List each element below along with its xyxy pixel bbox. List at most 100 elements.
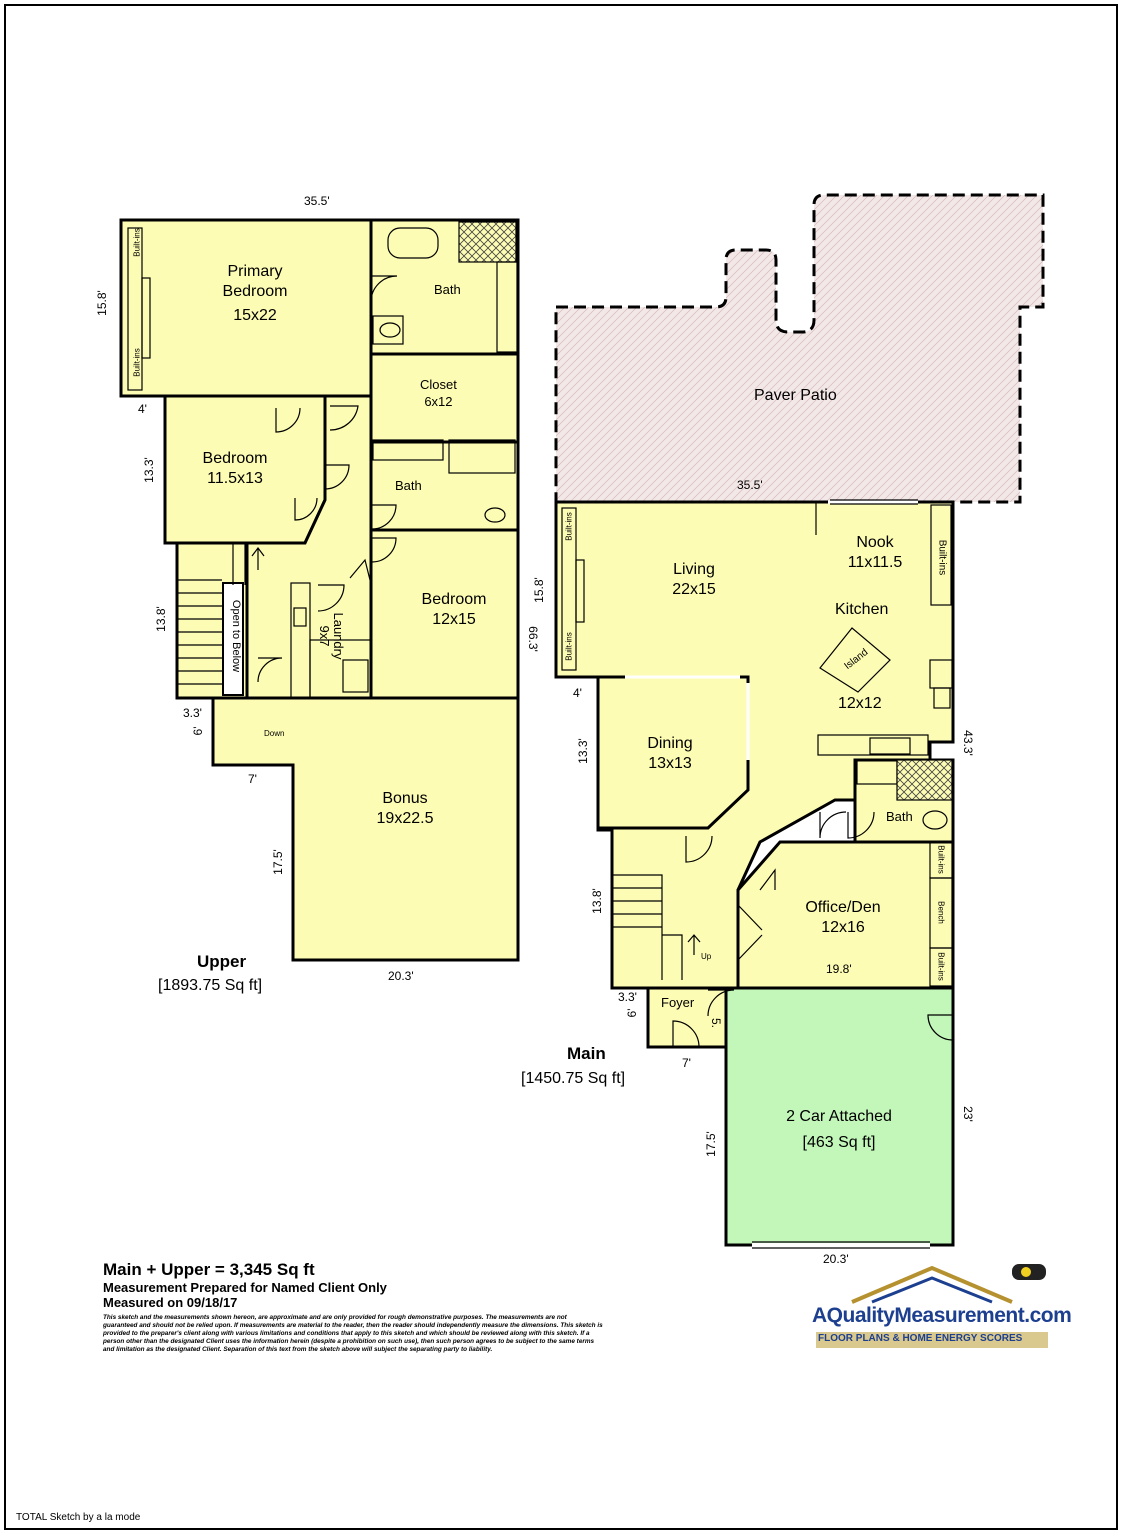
main-floor xyxy=(554,500,955,1049)
patio-shape xyxy=(554,193,1045,504)
upper-floor xyxy=(119,218,520,962)
main-dim-bottom: 20.3' xyxy=(823,1252,849,1266)
main-bench: Bench xyxy=(936,901,946,924)
upper-dim-right: 66.3' xyxy=(526,626,540,652)
main-builtins-c: Built-ins xyxy=(936,539,948,576)
main-dim-step4: 4' xyxy=(573,686,582,700)
patio-label: Paver Patio xyxy=(754,387,837,404)
tagline-bar xyxy=(816,1332,1048,1348)
laundry-label: Laundry 9x7 xyxy=(317,611,346,661)
foyer-shape xyxy=(646,986,728,1049)
bonus-shape xyxy=(211,696,520,962)
main-builtins-e: Built-ins xyxy=(936,952,946,981)
upper-dim-left-primary: 15.8' xyxy=(95,290,109,316)
main-dim-left-dining: 13.3' xyxy=(576,738,590,764)
kitchen-size: 12x12 xyxy=(838,695,882,712)
upper-dim-left-bonus: 17.5' xyxy=(271,849,285,875)
garage-area: [463 Sq ft] xyxy=(802,1134,876,1151)
garage-name: 2 Car Attached xyxy=(786,1108,892,1125)
laundry-size: 9x7 xyxy=(317,625,332,647)
kitchen-label: Kitchen xyxy=(835,601,889,618)
dining-label: Dining 13x13 xyxy=(620,734,720,774)
nook-size: 11x11.5 xyxy=(847,554,903,571)
main-dim-right: 43.3' xyxy=(961,730,975,756)
main-builtins-d: Built-ins xyxy=(936,845,946,874)
dining-size: 13x13 xyxy=(648,755,692,772)
bonus-label: Bonus 19x22.5 xyxy=(355,789,455,829)
living-size: 22x15 xyxy=(672,581,716,598)
company-logo: AQualityMeasurement.com FLOOR PLANS & HO… xyxy=(812,1262,1072,1362)
living-label: Living 22x15 xyxy=(644,560,744,600)
up-label: Up xyxy=(701,952,712,961)
office-label: Office/Den 12x16 xyxy=(793,898,893,938)
primary-bedroom-name: Primary xyxy=(227,263,283,280)
main-dim-left-living: 15.8' xyxy=(532,577,546,603)
main-dim-office-width: 19.8' xyxy=(826,962,852,976)
bedroom2-label: Bedroom 11.5x13 xyxy=(185,449,285,489)
bedroom3-label: Bedroom 12x15 xyxy=(404,590,504,630)
upper-dim-step7: 7' xyxy=(248,772,257,786)
closet-size: 6x12 xyxy=(424,394,453,409)
living-name: Living xyxy=(673,561,715,578)
nook-label: Nook 11x11.5 xyxy=(825,533,925,573)
house-roof-icon xyxy=(851,1264,1046,1304)
main-bath-label: Bath xyxy=(886,809,913,824)
upper-dim-bottom: 20.3' xyxy=(388,969,414,983)
footer-credit: TOTAL Sketch by a la mode xyxy=(16,1512,141,1523)
open-to-below-label: Open to Below xyxy=(230,599,242,673)
office-name: Office/Den xyxy=(805,899,881,916)
company-name: AQualityMeasurement.com xyxy=(812,1304,1072,1327)
page-border xyxy=(4,4,1118,1530)
main-dim-top: 35.5' xyxy=(737,478,763,492)
upper-dim-step33: 3.3' xyxy=(183,706,202,720)
main-area: [1450.75 Sq ft] xyxy=(521,1070,626,1087)
down-label: Down xyxy=(264,729,285,738)
main-dim-step7: 7' xyxy=(682,1056,691,1070)
laundry-name: Laundry xyxy=(331,612,346,660)
disclaimer: This sketch and the measurements shown h… xyxy=(103,1314,603,1353)
closet-name: Closet xyxy=(420,377,457,392)
upper-dim-left-stairs: 13.8' xyxy=(154,606,168,632)
upper-builtins-b: Built-ins xyxy=(132,348,142,377)
measured-date: Measured on 09/18/17 xyxy=(103,1295,238,1310)
main-dim-garage-left: 17.5' xyxy=(704,1131,718,1157)
upper-dim-step4: 4' xyxy=(138,402,147,416)
closet-label: Closet 6x12 xyxy=(420,376,457,410)
primary-bedroom-size: 15x22 xyxy=(233,307,277,324)
upper-bath2-label: Bath xyxy=(395,478,422,493)
main-dim-step5: 5. xyxy=(709,1017,723,1028)
bedroom2-size: 11.5x13 xyxy=(207,470,263,487)
primary-bedroom-name2: Bedroom xyxy=(222,283,288,300)
garage-shape xyxy=(724,986,955,1247)
main-dim-step33: 3.3' xyxy=(618,990,637,1004)
bedroom3-size: 12x15 xyxy=(432,611,476,628)
garage-label: 2 Car Attached [463 Sq ft] xyxy=(759,1104,919,1156)
main-dim-step6: 6' xyxy=(625,1008,639,1018)
upper-bath1-label: Bath xyxy=(434,282,461,297)
upper-dim-top: 35.5' xyxy=(304,194,330,208)
upper-title: Upper xyxy=(197,952,247,971)
bonus-size: 19x22.5 xyxy=(376,810,434,827)
nook-name: Nook xyxy=(856,534,894,551)
main-dim-left-stairs: 13.8' xyxy=(590,888,604,914)
upper-dim-left-bedroom: 13.3' xyxy=(142,457,156,483)
upper-area: [1893.75 Sq ft] xyxy=(158,977,263,994)
primary-bedroom-label: Primary Bedroom 15x22 xyxy=(205,262,305,326)
dining-name: Dining xyxy=(647,735,693,752)
upper-dim-step6: 6' xyxy=(191,726,205,736)
office-size: 12x16 xyxy=(821,919,865,936)
main-builtins-a: Built-ins xyxy=(564,512,574,541)
main-title: Main xyxy=(567,1044,606,1063)
bedroom3-name: Bedroom xyxy=(421,591,487,608)
company-tagline: FLOOR PLANS & HOME ENERGY SCORES xyxy=(818,1333,1023,1344)
prepared-note: Measurement Prepared for Named Client On… xyxy=(103,1280,387,1295)
bonus-name: Bonus xyxy=(382,790,428,807)
upper-builtins-a: Built-ins xyxy=(132,228,142,257)
main-dim-garage-right: 23' xyxy=(961,1106,975,1122)
summary-block: Main + Upper = 3,345 Sq ft Measurement P… xyxy=(103,1260,603,1354)
bedroom2-name: Bedroom xyxy=(202,450,268,467)
foyer-label: Foyer xyxy=(661,995,695,1010)
total-area: Main + Upper = 3,345 Sq ft xyxy=(103,1260,315,1279)
main-builtins-b: Built-ins xyxy=(564,632,574,661)
